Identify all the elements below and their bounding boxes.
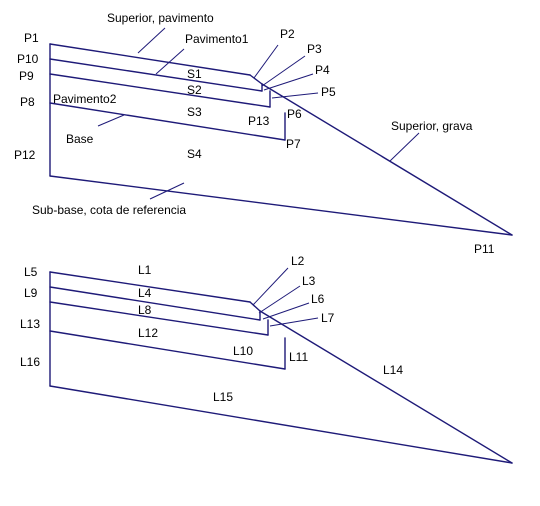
label-p2: P2 — [280, 27, 295, 41]
label-l15: L15 — [213, 390, 233, 404]
label-base: Base — [66, 132, 94, 146]
edge-base — [49, 102, 286, 141]
label-p7: P7 — [286, 137, 301, 151]
label-sub-base: Sub-base, cota de referencia — [32, 203, 186, 217]
leader-l2 — [252, 267, 289, 306]
label-p1: P1 — [24, 31, 39, 45]
label-s2: S2 — [187, 83, 202, 97]
label-l9: L9 — [24, 286, 38, 300]
label-s3: S3 — [187, 105, 202, 119]
edge-l2 — [249, 301, 261, 312]
leader-p3 — [261, 55, 306, 87]
label-p8: P8 — [20, 95, 35, 109]
label-s4: S4 — [187, 147, 202, 161]
edge-superior-pavimento — [49, 43, 251, 76]
leader-sub-base — [149, 182, 185, 200]
label-p11: P11 — [474, 242, 495, 256]
label-l8: L8 — [138, 303, 152, 317]
label-pavimento2: Pavimento2 — [53, 92, 117, 106]
label-p5: P5 — [321, 85, 336, 99]
leader-superior-grava — [389, 132, 420, 162]
leader-superior-pavimento — [137, 27, 166, 54]
edge-l8 — [49, 301, 269, 336]
edge-l4 — [49, 286, 261, 321]
label-l12: L12 — [138, 326, 158, 340]
label-superior-pavimento: Superior, pavimento — [107, 11, 214, 25]
label-superior-grava: Superior, grava — [391, 119, 473, 133]
label-l7: L7 — [321, 311, 335, 325]
edge-pavimento2 — [49, 73, 271, 108]
leader-p4 — [263, 73, 314, 91]
label-l16: L16 — [20, 355, 40, 369]
top-figure: P1 P10 P9 P8 P12 P2 P3 P4 P5 P6 P13 P7 P… — [14, 11, 513, 256]
label-p12: P12 — [14, 148, 36, 162]
label-p3: P3 — [307, 42, 322, 56]
leader-l7 — [269, 317, 319, 327]
label-l4: L4 — [138, 286, 152, 300]
edge-l12 — [49, 330, 286, 370]
edge-sub-base — [49, 175, 513, 236]
edge-pavement-corner — [249, 74, 263, 85]
label-p6: P6 — [287, 107, 302, 121]
label-p10: P10 — [17, 52, 39, 66]
label-l11: L11 — [289, 350, 308, 364]
edge-l15 — [49, 385, 513, 464]
label-l2: L2 — [291, 254, 305, 268]
label-p13: P13 — [248, 114, 270, 128]
label-l5: L5 — [24, 265, 38, 279]
label-l14: L14 — [383, 363, 403, 377]
edge-pavimento1 — [49, 58, 263, 92]
leader-pavimento1 — [155, 48, 185, 75]
edge-superior-grava — [261, 83, 513, 236]
label-pavimento1: Pavimento1 — [185, 32, 249, 46]
label-p4: P4 — [315, 63, 330, 77]
edge-l14 — [259, 310, 513, 464]
leader-l6 — [262, 302, 310, 320]
label-p9: P9 — [19, 69, 34, 83]
label-l3: L3 — [302, 274, 316, 288]
label-l1: L1 — [138, 263, 152, 277]
edge-l1 — [49, 271, 251, 303]
label-l13: L13 — [20, 317, 40, 331]
label-s1: S1 — [187, 67, 202, 81]
leader-base — [97, 114, 125, 127]
leader-l3 — [258, 285, 301, 314]
leader-p5 — [271, 92, 319, 99]
bottom-figure: L5 L9 L13 L16 L1 L4 L8 L12 L15 L2 L3 L6 … — [20, 254, 513, 464]
leader-p2 — [253, 44, 279, 79]
label-l10: L10 — [233, 344, 253, 358]
label-l6: L6 — [311, 292, 325, 306]
